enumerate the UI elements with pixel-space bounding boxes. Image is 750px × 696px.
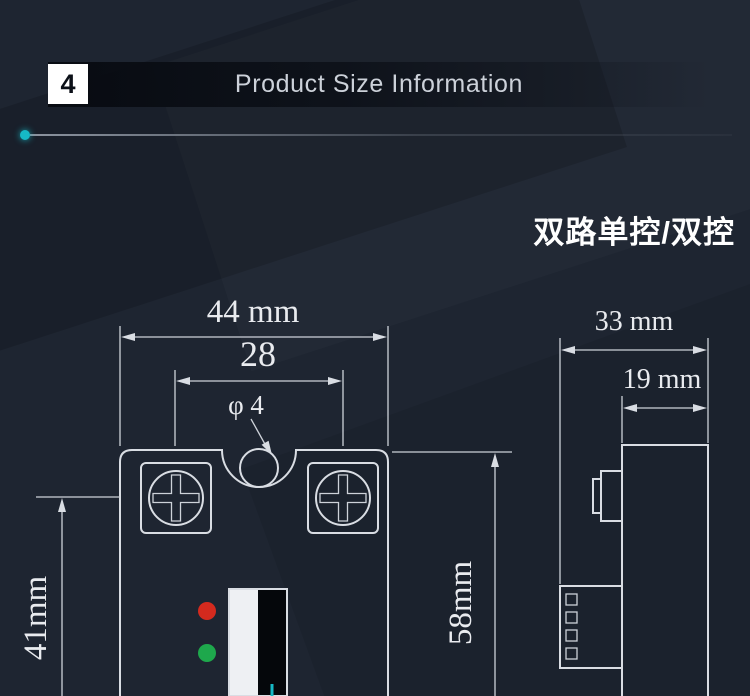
relay-block [228, 588, 288, 696]
dim-label-41mm: 41mm [18, 576, 54, 661]
dim-height-right: 58mm [392, 451, 512, 696]
dim-body-depth: 19 mm [621, 364, 707, 443]
side-body-outline [621, 444, 709, 696]
dim-height-left: 41mm [18, 496, 120, 696]
phillips-cross-icon [319, 474, 367, 522]
side-terminal-block [559, 585, 623, 669]
divider-dot [20, 130, 30, 140]
screw-terminal-left [140, 462, 212, 534]
section-title: Product Size Information [234, 70, 524, 98]
dim-hole-spacing: 28 [174, 334, 344, 446]
led-red [198, 602, 216, 620]
screw-terminal-right [307, 462, 379, 534]
phillips-cross-icon [152, 474, 200, 522]
dim-label-28: 28 [240, 334, 276, 374]
screw-head [148, 470, 204, 526]
divider-line [20, 130, 732, 140]
dim-overall-width: 44 mm [119, 294, 389, 446]
section-header: Product Size Information 4 [48, 62, 710, 107]
dim-hole-diameter: φ 4 [228, 390, 272, 455]
relay-outline [228, 588, 288, 696]
relay-light-half [229, 589, 258, 696]
product-variant-title: 双路单控/双控 [533, 215, 735, 250]
terminal-pin [565, 611, 578, 624]
screw-housing [140, 462, 212, 534]
header-bar: Product Size Information [48, 62, 710, 107]
mounting-hole [239, 448, 279, 488]
dim-label-hole: φ 4 [228, 390, 264, 420]
dim-label-33mm: 33 mm [595, 306, 674, 337]
dim-label-58mm: 58mm [443, 561, 479, 646]
screw-head [315, 470, 371, 526]
terminal-pin [565, 593, 578, 606]
dim-label-19mm: 19 mm [623, 364, 702, 395]
side-connector [592, 470, 623, 522]
terminal-pin [565, 629, 578, 642]
terminal-pin [565, 647, 578, 660]
front-view: 44 mm 28 φ 4 41mm [18, 294, 512, 696]
section-number: 4 [60, 68, 76, 99]
led-green [198, 644, 216, 662]
side-view: 33 mm 19 mm [559, 306, 709, 696]
screw-housing [307, 462, 379, 534]
dim-label-44mm: 44 mm [207, 294, 300, 330]
section-number-badge: 4 [48, 64, 88, 104]
dim-overall-depth: 33 mm [559, 306, 709, 584]
